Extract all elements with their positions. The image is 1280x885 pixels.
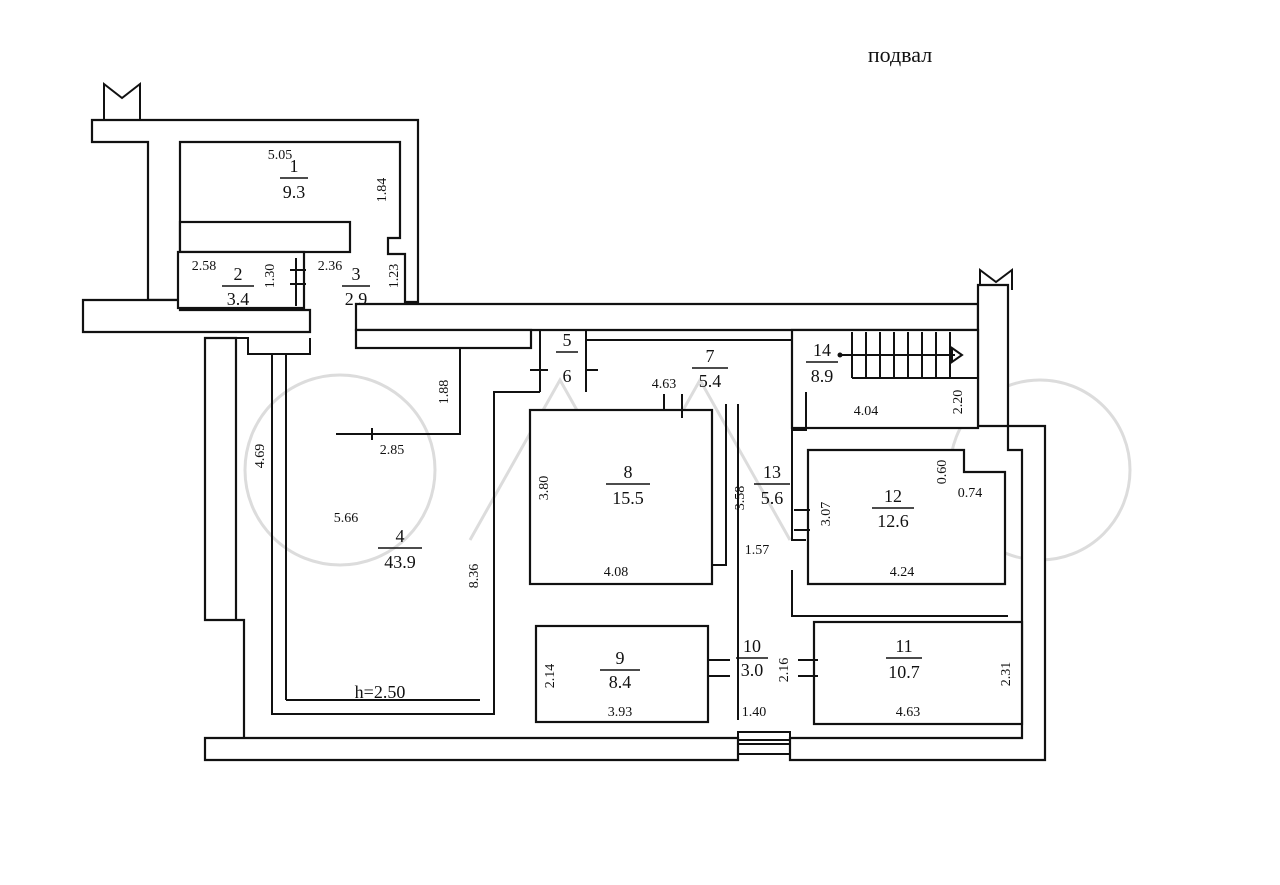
room-12: 12 12.6 [872, 486, 914, 531]
dim-label: 0.60 [935, 460, 950, 485]
dim-label: 2.31 [999, 662, 1014, 687]
room-area: 10.7 [888, 662, 920, 682]
room-area: 9.3 [283, 182, 306, 202]
room-number: 13 [763, 462, 781, 482]
room-area: 43.9 [384, 552, 416, 572]
dim-label: 0.74 [958, 486, 983, 501]
room-area: 2.9 [345, 289, 368, 309]
room-number: 3 [352, 264, 361, 284]
room-area: 8.9 [811, 366, 834, 386]
dim-label: 4.08 [604, 565, 629, 580]
room-number: 7 [706, 346, 715, 366]
room-area: 5.4 [699, 371, 722, 391]
dim-label: 1.57 [745, 543, 770, 558]
room-number: 4 [396, 526, 405, 546]
dim-label: 4.04 [854, 404, 879, 419]
dim-label: 5.66 [334, 511, 359, 526]
room-area: 3.4 [227, 289, 250, 309]
room-13: 13 5.6 [754, 462, 790, 508]
room-number: 11 [895, 636, 912, 656]
room-area: 3.0 [741, 660, 764, 680]
room-1: 1 9.3 [280, 156, 308, 202]
dim-label: 3.93 [608, 705, 633, 720]
room-11: 11 10.7 [886, 636, 922, 682]
room-area: 8.4 [609, 672, 632, 692]
dim-label: 5.05 [268, 148, 293, 163]
dim-label: 2.16 [777, 658, 792, 683]
ceiling-height: h=2.50 [355, 682, 406, 702]
dim-label: 4.63 [896, 705, 921, 720]
room-number: 8 [624, 462, 633, 482]
dim-label: 4.63 [652, 377, 677, 392]
room-12-outline [806, 448, 1007, 586]
dim-label: 2.20 [951, 390, 966, 415]
room-8: 8 15.5 [606, 462, 650, 508]
dim-label: 2.14 [543, 664, 558, 689]
dim-label: 3.58 [733, 486, 748, 511]
walls [81, 118, 1047, 762]
room-3: 3 2.9 [342, 264, 370, 309]
room-number: 10 [743, 636, 761, 656]
dim-label: 3.80 [537, 476, 552, 501]
dim-label: 1.40 [742, 705, 767, 720]
dim-label: 2.85 [380, 443, 405, 458]
room-9: 9 8.4 [600, 648, 640, 692]
dim-label: 4.24 [890, 565, 915, 580]
room-7: 7 5.4 [692, 346, 728, 391]
dim-label: 1.84 [375, 178, 390, 203]
room-number: 9 [616, 648, 625, 668]
dim-label: 4.69 [253, 444, 268, 469]
room-5-number: 5 [563, 330, 572, 350]
room-6-number: 6 [563, 366, 572, 386]
door-marks [290, 258, 818, 677]
room-10: 10 3.0 [736, 636, 768, 680]
room-area: 5.6 [761, 488, 784, 508]
dim-label: 2.36 [318, 259, 343, 274]
entrance-arrow-right [979, 268, 1013, 290]
room-area: 15.5 [612, 488, 644, 508]
room-11-outline [812, 620, 1024, 726]
dim-label: 8.36 [467, 564, 482, 589]
room-14: 14 8.9 [806, 340, 838, 386]
room-2-outline [176, 250, 306, 310]
dim-label: 2.58 [192, 259, 217, 274]
entrance-arrow-top-left [103, 81, 141, 120]
dim-label: 1.30 [263, 264, 278, 289]
room-number: 12 [884, 486, 902, 506]
dim-label: 3.07 [819, 502, 834, 527]
dim-label: 1.23 [387, 264, 402, 289]
room-2: 2 3.4 [222, 264, 254, 309]
room-number: 1 [290, 156, 299, 176]
room-9-outline [534, 624, 710, 724]
room-8-outline [528, 408, 714, 586]
dim-label: 1.88 [437, 380, 452, 405]
room-4: 4 43.9 [378, 526, 422, 572]
room-number: 2 [234, 264, 243, 284]
plan-title: подвал [868, 42, 932, 67]
room-area: 12.6 [877, 511, 909, 531]
stair [837, 332, 978, 379]
room-number: 14 [813, 340, 831, 360]
